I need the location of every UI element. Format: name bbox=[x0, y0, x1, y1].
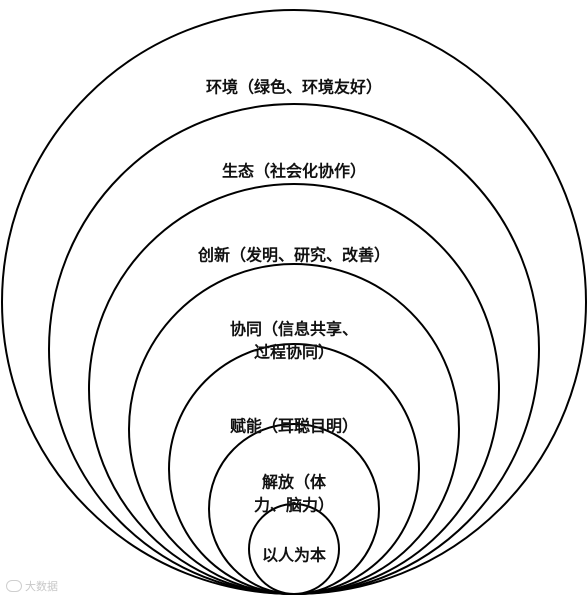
label-innovation-line-1: 创新（发明、研究、改善） bbox=[197, 246, 390, 265]
label-ecology-line-1: 生态（社会化协作） bbox=[222, 162, 366, 181]
label-empowerment-line-1: 赋能（耳聪目明） bbox=[230, 417, 358, 436]
label-environment-line-1: 环境（绿色、环境友好） bbox=[206, 78, 382, 97]
label-liberation-line-1: 解放（体 bbox=[262, 473, 327, 492]
label-collaboration-line-1: 协同（信息共享、 bbox=[230, 320, 358, 339]
watermark: 大数据 bbox=[6, 578, 58, 594]
ring-people-oriented bbox=[248, 503, 340, 595]
labels: 环境（绿色、环境友好） 生态（社会化协作） 创新（发明、研究、改善） 协同（信息共享、… bbox=[197, 78, 390, 565]
watermark-text: 大数据 bbox=[25, 580, 58, 593]
rings bbox=[1, 9, 587, 595]
label-people-oriented-line-1: 以人为本 bbox=[262, 546, 326, 565]
label-collaboration-line-2: 过程协同） bbox=[254, 343, 334, 362]
label-liberation-line-2: 力、脑力） bbox=[254, 496, 334, 515]
logo-icon bbox=[6, 580, 22, 592]
